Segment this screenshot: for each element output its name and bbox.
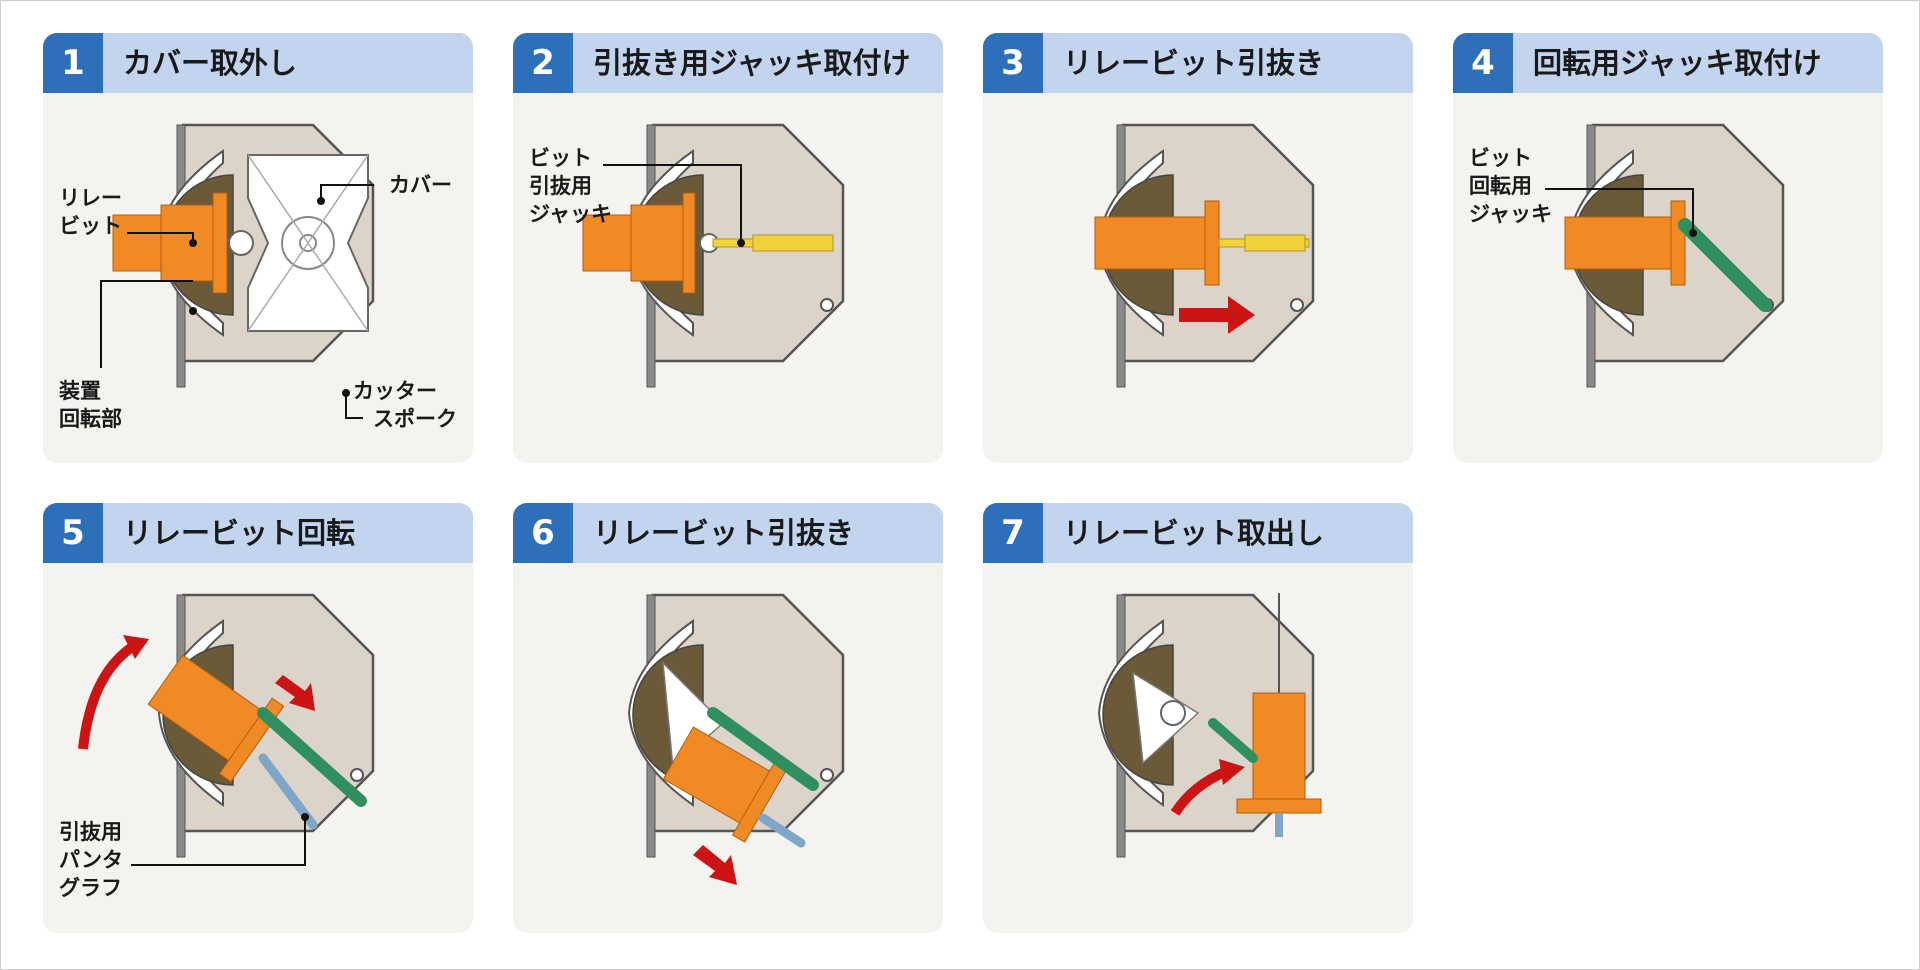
- step-5-illustration: 引抜用 パンタ グラフ: [59, 593, 375, 900]
- step-header: 3 リレービット引抜き: [983, 33, 1413, 93]
- step-card-6: 6 リレービット引抜き: [513, 503, 943, 933]
- step-header: 1 カバー取外し: [43, 33, 473, 93]
- step-title: リレービット引抜き: [1063, 46, 1325, 80]
- step-number: 4: [1453, 33, 1513, 93]
- push-arrow-icon: [275, 675, 315, 711]
- label-spoke-2: スポーク: [373, 407, 457, 431]
- step-1-illustration: リレー ビット カバー 装置 回転部 カッター スポーク: [59, 123, 457, 431]
- step-title: カバー取外し: [123, 46, 298, 80]
- lift-arrow-icon: [1219, 759, 1245, 785]
- step-header: 7 リレービット取出し: [983, 503, 1413, 563]
- step-6-illustration: [627, 593, 845, 885]
- label-pantograph-line1: 引抜用: [59, 820, 122, 844]
- pull-arrow-icon: [1179, 296, 1255, 334]
- step-card-7: 7 リレービット取出し: [983, 503, 1413, 933]
- label-cover: カバー: [389, 173, 452, 197]
- label-relay-bit-2: ビット: [59, 214, 122, 238]
- label-spoke-1: カッター: [353, 379, 437, 403]
- step-title: 回転用ジャッキ取付け: [1533, 46, 1822, 80]
- step-card-4: 4 回転用ジャッキ取付け ビット 回転用 ジャッキ: [1453, 33, 1883, 463]
- withdraw-arrow-icon: [693, 845, 737, 885]
- label-pantograph-line3: グラフ: [59, 876, 122, 900]
- step-header: 4 回転用ジャッキ取付け: [1453, 33, 1883, 93]
- step-7-illustration: [1097, 593, 1322, 859]
- step-card-3: 3 リレービット引抜き: [983, 33, 1413, 463]
- step-card-5: 5 リレービット回転 引抜用 パンタ グラフ: [43, 503, 473, 933]
- label-jack-line3: ジャッキ: [529, 202, 612, 226]
- step-title: リレービット引抜き: [593, 516, 855, 550]
- step-header: 2 引抜き用ジャッキ取付け: [513, 33, 943, 93]
- step-4-illustration: ビット 回転用 ジャッキ: [1469, 123, 1785, 389]
- step-number: 7: [983, 503, 1043, 563]
- step-number: 3: [983, 33, 1043, 93]
- label-relay-bit-1: リレー: [59, 186, 122, 210]
- label-rotor-2: 回転部: [59, 407, 122, 431]
- step-number: 2: [513, 33, 573, 93]
- rotate-arrow-icon: [123, 635, 149, 659]
- step-card-1: 1 カバー取外し リレー ビット: [43, 33, 473, 463]
- step-header: 6 リレービット引抜き: [513, 503, 943, 563]
- step-title: 引抜き用ジャッキ取付け: [593, 46, 911, 80]
- step-card-2: 2 引抜き用ジャッキ取付け ビット 引抜用 ジャッキ: [513, 33, 943, 463]
- label-pantograph-line2: パンタ: [59, 848, 123, 872]
- label-jack-line1: ビット: [529, 146, 592, 170]
- step-3-illustration: [1094, 123, 1315, 389]
- label-rotor-1: 装置: [59, 379, 101, 403]
- step-number: 1: [43, 33, 103, 93]
- step-header: 5 リレービット回転: [43, 503, 473, 563]
- label-rotate-jack-line1: ビット: [1469, 146, 1532, 170]
- label-rotate-jack-line2: 回転用: [1469, 174, 1532, 198]
- step-number: 6: [513, 503, 573, 563]
- step-title: リレービット取出し: [1063, 516, 1325, 550]
- step-number: 5: [43, 503, 103, 563]
- label-jack-line2: 引抜用: [529, 174, 592, 198]
- label-rotate-jack-line3: ジャッキ: [1469, 202, 1552, 226]
- step-2-illustration: ビット 引抜用 ジャッキ: [529, 123, 845, 389]
- step-title: リレービット回転: [123, 516, 356, 550]
